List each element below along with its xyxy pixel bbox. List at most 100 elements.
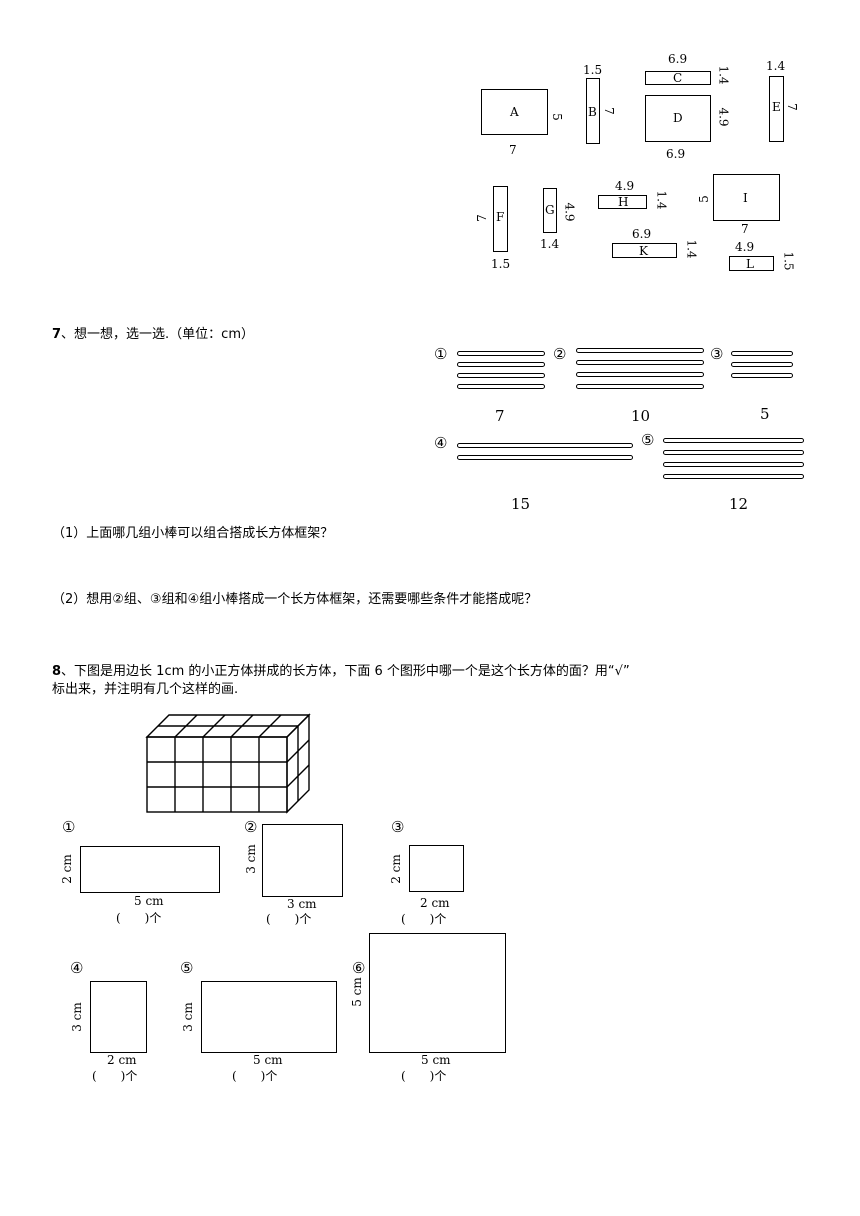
- rect-i: I: [713, 174, 780, 221]
- rect-f-height: 7: [474, 214, 489, 222]
- rect-i-label: I: [743, 191, 748, 205]
- face-4-count-blank[interactable]: ( )个: [92, 1069, 138, 1083]
- stick: [731, 362, 793, 367]
- face-2-rect: [262, 824, 343, 897]
- q7-sub1: （1）上面哪几组小棒可以组合搭成长方体框架？: [52, 526, 334, 541]
- rect-k: K: [612, 243, 677, 258]
- face-6-height: 5 cm: [349, 977, 364, 1007]
- q7-sub2: （2）想用②组、③组和④组小棒搭成一个长方体框架，还需要哪些条件才能搭成呢？: [52, 592, 538, 607]
- rect-g-height: 4.9: [562, 202, 577, 222]
- face-5-height: 3 cm: [180, 1002, 195, 1032]
- rect-e-label: E: [772, 100, 781, 114]
- face-2-height: 3 cm: [243, 844, 258, 874]
- rect-e-width: 1.4: [766, 59, 786, 73]
- q8-title-line2: 标出来，并注明有几个这样的画.: [52, 682, 239, 697]
- rect-h-label: H: [618, 195, 629, 209]
- rect-d-height: 4.9: [716, 107, 731, 127]
- stick: [457, 351, 545, 356]
- rect-d-label: D: [673, 111, 683, 125]
- stick: [663, 438, 804, 443]
- rect-c-width: 6.9: [668, 52, 688, 66]
- rect-b-height: 7: [601, 107, 616, 115]
- rect-l-height: 1.5: [781, 251, 796, 271]
- group-5-length: 12: [729, 495, 749, 513]
- q7-title: 7、想一想，选一选.（单位：cm）: [52, 327, 254, 343]
- rect-c: C: [645, 71, 711, 85]
- rect-k-label: K: [639, 244, 648, 258]
- face-5-width: 5 cm: [253, 1053, 283, 1067]
- rect-l-label: L: [746, 257, 754, 271]
- rect-g-label: G: [545, 203, 555, 217]
- group-4-mark: ④: [434, 434, 448, 452]
- rect-e: E: [769, 76, 784, 142]
- rect-c-label: C: [673, 71, 683, 85]
- rect-h: H: [598, 195, 647, 209]
- stick: [663, 462, 804, 467]
- q7-number: 7: [52, 327, 62, 342]
- face-2-width: 3 cm: [287, 897, 317, 911]
- group-5-mark: ⑤: [641, 431, 655, 449]
- rect-a-width: 7: [509, 143, 517, 157]
- rect-k-height: 1.4: [684, 239, 699, 259]
- cuboid-figure: [145, 713, 311, 814]
- face-4-width: 2 cm: [107, 1053, 137, 1067]
- face-1-count-blank[interactable]: ( )个: [116, 911, 162, 925]
- stick: [457, 455, 633, 460]
- group-1-mark: ①: [434, 345, 448, 363]
- group-3-mark: ③: [710, 345, 724, 363]
- face-5-mark: ⑤: [180, 959, 194, 977]
- group-4-length: 15: [511, 495, 531, 513]
- rect-k-width: 6.9: [632, 227, 652, 241]
- stick: [731, 351, 793, 356]
- stick: [576, 372, 704, 377]
- group-2-length: 10: [631, 407, 651, 425]
- rect-f: F: [493, 186, 508, 252]
- rect-h-width: 4.9: [615, 179, 635, 193]
- face-5-count-blank[interactable]: ( )个: [232, 1069, 278, 1083]
- rect-a-height: 5: [549, 113, 564, 121]
- stick: [457, 373, 545, 378]
- face-6-mark: ⑥: [352, 959, 366, 977]
- rect-g: G: [543, 188, 557, 233]
- face-3-count-blank[interactable]: ( )个: [401, 912, 447, 926]
- face-3-height: 2 cm: [388, 854, 403, 884]
- face-1-width: 5 cm: [134, 894, 164, 908]
- rect-f-label: F: [496, 210, 505, 224]
- stick: [457, 443, 633, 448]
- face-1-height: 2 cm: [59, 854, 74, 884]
- q8-title-line1: 、下图是用边长 1cm 的小正方体拼成的长方体，下面 6 个图形中哪一个是这个长…: [61, 664, 630, 679]
- rect-a-label: A: [510, 105, 519, 119]
- stick: [663, 474, 804, 479]
- face-3-width: 2 cm: [420, 896, 450, 910]
- face-4-height: 3 cm: [69, 1002, 84, 1032]
- rect-d: D: [645, 95, 711, 142]
- rect-i-width: 7: [741, 222, 749, 236]
- q7-title-text: 、想一想，选一选.（单位：cm）: [61, 327, 254, 342]
- stick: [576, 348, 704, 353]
- face-6-count-blank[interactable]: ( )个: [401, 1069, 447, 1083]
- rect-d-width: 6.9: [666, 147, 686, 161]
- group-1-length: 7: [495, 407, 505, 425]
- face-3-rect: [409, 845, 464, 892]
- group-2-mark: ②: [553, 345, 567, 363]
- face-2-mark: ②: [244, 818, 258, 836]
- rect-b-label: B: [588, 105, 597, 119]
- q8-number: 8: [52, 664, 62, 679]
- rect-f-width: 1.5: [491, 257, 511, 271]
- group-3-length: 5: [760, 405, 770, 423]
- stick: [457, 362, 545, 367]
- face-6-rect: [369, 933, 506, 1053]
- stick: [576, 360, 704, 365]
- rect-a: A: [481, 89, 548, 135]
- rect-e-height: 7: [784, 103, 799, 111]
- q8-title: 8、下图是用边长 1cm 的小正方体拼成的长方体，下面 6 个图形中哪一个是这个…: [52, 664, 630, 680]
- rect-l: L: [729, 256, 774, 271]
- face-2-count-blank[interactable]: ( )个: [266, 912, 312, 926]
- rect-b-width: 1.5: [583, 63, 603, 77]
- stick: [457, 384, 545, 389]
- face-1-mark: ①: [62, 818, 76, 836]
- face-4-rect: [90, 981, 147, 1053]
- face-1-rect: [80, 846, 220, 893]
- rect-g-width: 1.4: [540, 237, 560, 251]
- rect-c-height: 1.4: [716, 65, 731, 85]
